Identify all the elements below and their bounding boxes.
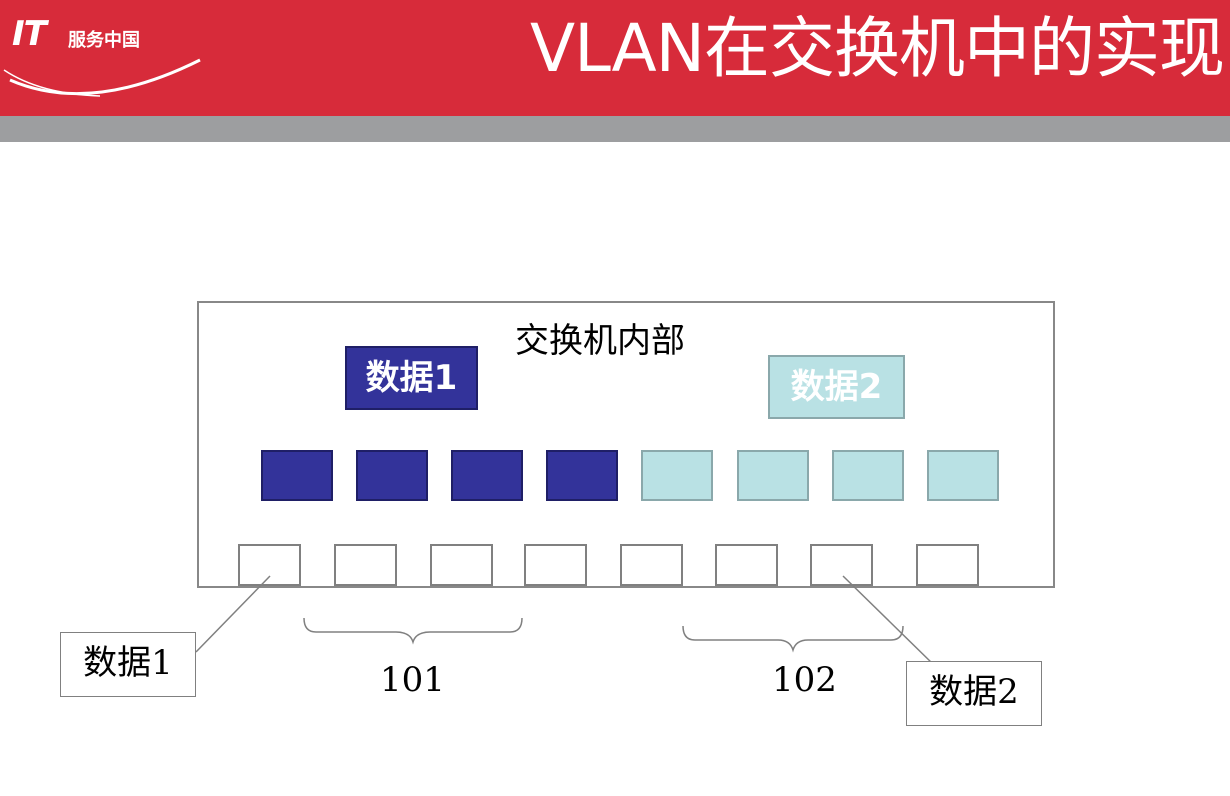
switch-port <box>620 544 683 586</box>
logo-mark: IT <box>12 14 47 54</box>
vlan-102-block <box>737 450 809 501</box>
vlan-102-block <box>927 450 999 501</box>
vlan-101-block <box>546 450 618 501</box>
vlan-102-label: 102 <box>772 660 837 700</box>
title-banner <box>0 0 1230 116</box>
vlan-101-brace <box>303 617 523 645</box>
logo-swoosh-icon <box>3 58 201 97</box>
switch-port <box>238 544 301 586</box>
switch-port <box>810 544 873 586</box>
switch-port <box>916 544 979 586</box>
callout-line-2 <box>842 575 936 667</box>
switch-port <box>715 544 778 586</box>
callout-line-1 <box>195 575 271 653</box>
data-2-callout: 数据2 <box>906 661 1042 726</box>
switch-interior-label: 交换机内部 <box>515 321 685 361</box>
vlan-101-block <box>261 450 333 501</box>
vlan-102-block <box>832 450 904 501</box>
vlan-102-brace <box>682 625 904 653</box>
vlan-101-block <box>356 450 428 501</box>
logo-tagline: 服务中国 <box>68 30 140 51</box>
switch-port <box>524 544 587 586</box>
data-1-callout: 数据1 <box>60 632 196 697</box>
banner-stripe <box>0 116 1230 142</box>
data-frame-vlan-102: 数据2 <box>768 355 905 419</box>
switch-interior-box <box>197 301 1055 588</box>
vlan-101-label: 101 <box>380 660 445 700</box>
switch-port <box>334 544 397 586</box>
data-frame-vlan-101: 数据1 <box>345 346 478 410</box>
it-logo: IT 服务中国 <box>0 0 215 110</box>
vlan-101-block <box>451 450 523 501</box>
page-title: VLAN在交换机中的实现 <box>530 10 1225 87</box>
vlan-102-block <box>641 450 713 501</box>
switch-port <box>430 544 493 586</box>
